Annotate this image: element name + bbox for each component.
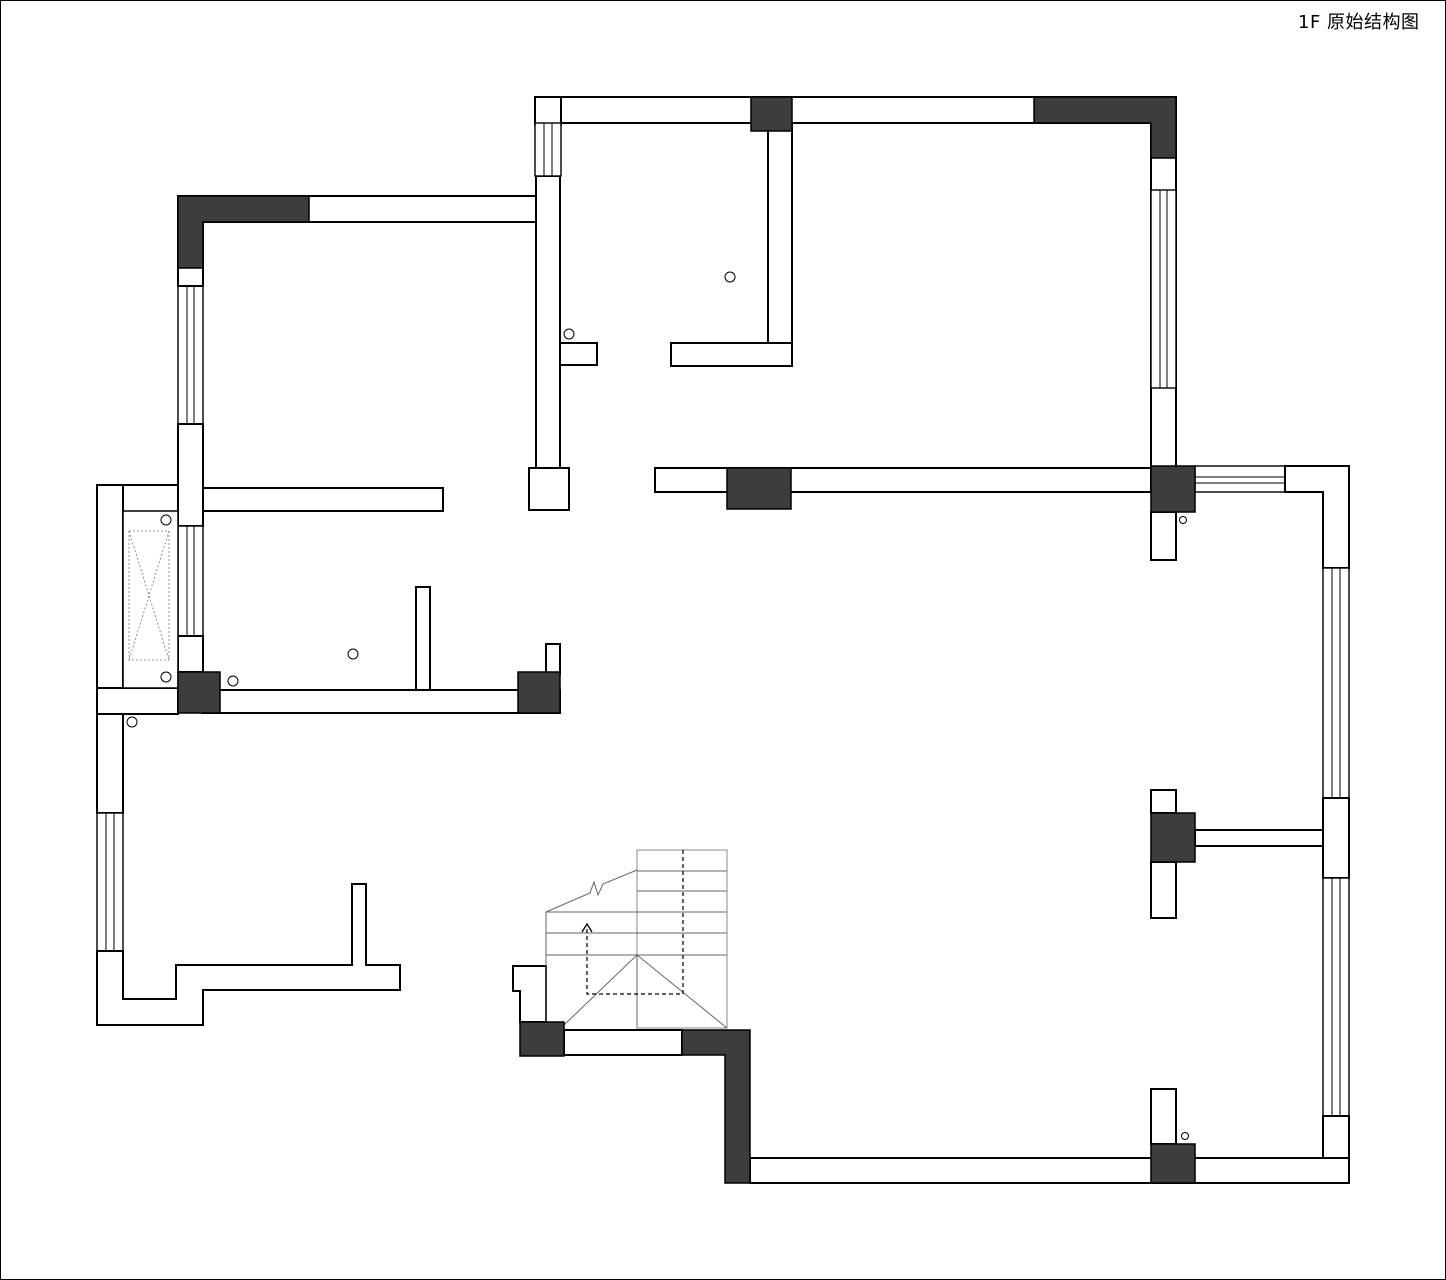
wall-inner-horizontal [670,342,793,367]
stair-arrow-icon [581,922,593,933]
column-mid-a [726,467,792,510]
wall-left-upper-b [177,423,204,527]
wall-right-stub-a [1150,511,1177,561]
window-left-lower [96,812,124,952]
wall-room2-stub [415,586,431,691]
column-left-b [177,671,221,714]
stair-flight [636,849,728,1029]
wall-right-corner [1284,465,1350,569]
stair-break-line [545,869,638,913]
wall-bottom-main [749,1157,1350,1184]
column-top-mid [750,96,793,132]
window-left-upper [177,285,204,425]
wall-bottom-left [96,883,401,1026]
shaft [122,510,179,689]
bottom-left-walls [96,883,401,1026]
window-top-small [534,122,562,177]
shaft-box [122,510,179,689]
wall-divider-foot [528,467,570,511]
column-bottom-right [1150,1143,1196,1184]
stair-walls [512,965,683,1056]
wall-left-lower [96,687,179,715]
window-right-top-h [1194,465,1286,493]
pipe-d [160,671,172,683]
wall-room2-bottom [202,689,561,714]
window-right-upper [1150,189,1177,389]
pipe-g [126,716,138,728]
window-right-b [1322,877,1350,1117]
wall-inner-vertical [767,122,793,367]
pipes [126,271,1189,1140]
right-walls [749,465,1350,1184]
wall-room2-right-stub [545,643,561,675]
top-walls [177,96,1177,511]
window-shaft [177,525,204,637]
wall-stub-top [534,96,562,126]
wall-partition-lower [1150,861,1177,919]
wall-room-divider [535,175,561,511]
wall-stair-bottom [563,1029,683,1056]
wall-shaft-left [96,484,124,814]
pipe-f [227,675,239,687]
column-top-right [1033,96,1177,159]
wall-left-horizontal [202,487,444,512]
column-stair [519,1021,565,1057]
column-right-b [1150,812,1196,863]
wall-right-mid [1322,797,1350,879]
pipe-i [1181,1132,1189,1140]
stair-path [586,850,684,995]
wall-stair-left [512,965,547,1023]
shaft-inner [128,530,170,661]
pipe-e [347,648,359,660]
window-right-a [1322,567,1350,799]
column-bottom-l [681,1029,751,1184]
column-right-a [1150,465,1196,513]
wall-partition-upper [1150,789,1177,814]
pipe-b [563,328,575,340]
stair [545,849,728,1029]
pipe-c [160,514,172,526]
windows-top [177,122,1177,425]
wall-bottom-stub [1150,1088,1177,1145]
left-walls [96,221,561,952]
plan-title: 1F 原始结构图 [1298,12,1420,33]
pipe-a [724,271,736,283]
pipe-h [1179,516,1187,524]
wall-divider-nub [559,342,598,366]
columns [177,96,1196,1184]
column-top-left [177,195,310,269]
column-left-c [517,671,561,714]
wall-right-partition [1194,829,1324,847]
wall-shaft-right [177,635,204,673]
